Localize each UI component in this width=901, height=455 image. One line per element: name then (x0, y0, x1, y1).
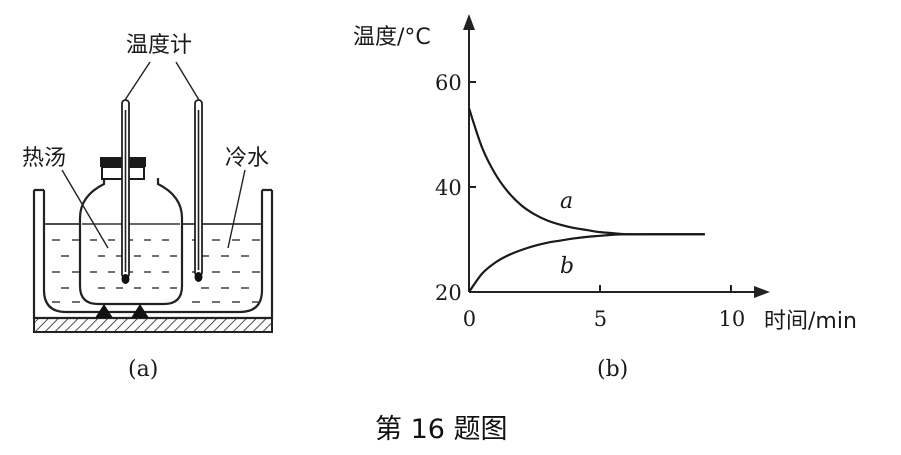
outer-container (32, 188, 274, 320)
series-line-b (468, 233, 705, 293)
thermometer-leader-right (175, 61, 200, 101)
curve-b-label: b (560, 254, 574, 279)
apparatus-diagram: 温度计 热汤 冷水 (a) (22, 33, 274, 382)
x-axis-arrow (754, 286, 770, 298)
hot-soup-leader (61, 169, 109, 249)
series-line-a (467, 107, 705, 236)
support-right (131, 304, 149, 318)
figure-caption: 第 16 题图 (375, 414, 508, 445)
y-axis-label: 温度/°C (353, 25, 431, 50)
hot-soup (82, 223, 180, 289)
thermometer-hot (121, 99, 130, 284)
support-left (95, 304, 113, 318)
hot-soup-label: 热汤 (22, 146, 66, 171)
thermometer-cold (194, 99, 203, 282)
bottle (78, 178, 184, 306)
curve-a-label: a (560, 189, 573, 214)
cold-water-label: 冷水 (225, 146, 269, 171)
y-tick-label: 40 (435, 176, 462, 200)
temperature-chart: 20 40 60 0 5 10 温度/°C 时间/min a b (b) (353, 14, 857, 382)
x-axis-label: 时间/min (764, 309, 857, 334)
cold-water-leader (227, 169, 246, 249)
y-axis-arrow (463, 14, 475, 30)
y-tick-label: 20 (435, 281, 462, 305)
base-plate (33, 317, 273, 333)
x-tick-label: 5 (594, 307, 607, 331)
x-tick-label: 0 (463, 307, 476, 331)
panel-label-a: (a) (128, 357, 158, 382)
thermometer-label: 温度计 (126, 33, 192, 58)
thermometer-leader-left (124, 61, 151, 101)
panel-label-b: (b) (597, 357, 628, 382)
y-tick-label: 60 (435, 71, 462, 95)
x-tick-label: 10 (719, 307, 746, 331)
